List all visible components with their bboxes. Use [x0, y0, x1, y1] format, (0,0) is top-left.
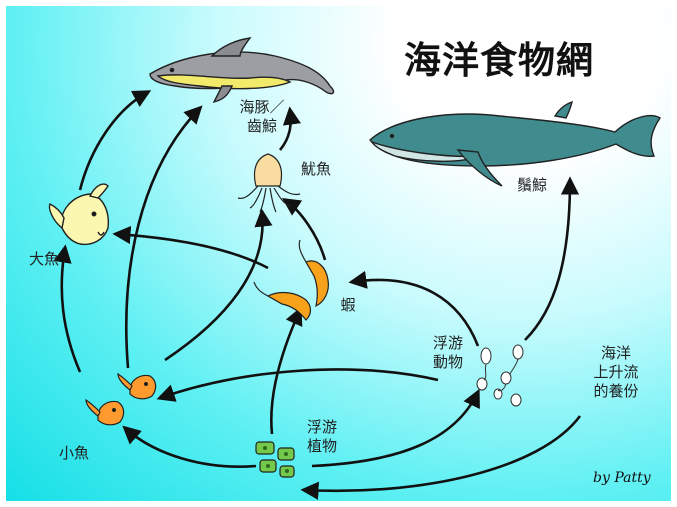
arrow-jellyfish-to-dolphin	[278, 106, 301, 151]
label-big-fish: 大魚	[28, 250, 59, 268]
arrow-smallfish-to-bigfish	[53, 244, 82, 373]
arrow-bigfish-to-dolphin	[78, 90, 152, 191]
arrow-zooplankton-to-smallfish	[156, 368, 439, 402]
diagram-title: 海洋食物網	[404, 39, 594, 82]
arrow-shrimp-to-jellyfish	[281, 197, 327, 261]
big-fish-illustration	[48, 183, 109, 246]
arrow-phyto-to-shrimp	[270, 306, 303, 435]
label-dolphin: 海豚／ 齒鯨	[239, 98, 285, 135]
label-phytoplankton: 浮游 植物	[306, 418, 337, 455]
label-zooplankton: 浮游 動物	[432, 334, 463, 371]
phytoplankton-illustration	[255, 441, 295, 478]
dolphin-illustration	[149, 37, 335, 104]
arrow-shrimp-to-bigfish	[112, 225, 269, 270]
jellyfish-illustration	[237, 153, 301, 213]
label-baleen-whale: 鬚鯨	[516, 176, 547, 194]
shrimp-illustration	[253, 239, 329, 321]
baleen-whale-illustration	[369, 100, 661, 187]
artist-signature: by Patty	[593, 470, 651, 486]
arrow-smallfish-to-dolphin	[125, 105, 203, 369]
arrow-phyto-to-zooplankton	[311, 388, 480, 468]
label-upwelling: 海洋 上升流 的養份	[593, 344, 639, 400]
small-fish-illustration	[85, 372, 157, 426]
arrow-zooplankton-to-baleen	[524, 176, 580, 341]
label-shrimp: 蝦	[340, 296, 356, 314]
arrow-smallfish-to-jellyfish	[164, 208, 273, 362]
arrow-zooplankton-to-shrimp	[348, 270, 480, 347]
arrow-phyto-to-smallfish	[122, 425, 257, 468]
arrow-upwelling-to-phyto	[300, 415, 582, 500]
zooplankton-illustration	[476, 344, 524, 407]
label-small-fish: 小魚	[58, 444, 89, 462]
label-jellyfish: 魷魚	[300, 160, 331, 178]
